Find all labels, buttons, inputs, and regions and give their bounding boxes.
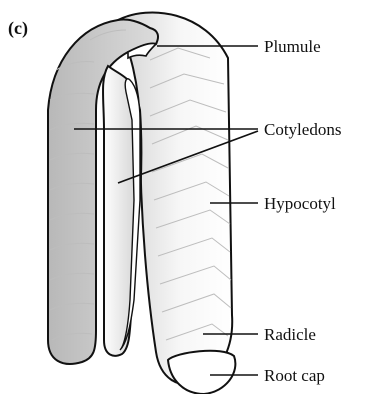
root-cap <box>168 351 235 394</box>
plumule-label: Plumule <box>264 37 321 56</box>
panel-label: (c) <box>8 18 28 39</box>
cotyledons-label: Cotyledons <box>264 120 341 139</box>
root-cap-label: Root cap <box>264 366 325 385</box>
radicle-label: Radicle <box>264 325 316 344</box>
hypocotyl-label: Hypocotyl <box>264 194 336 213</box>
